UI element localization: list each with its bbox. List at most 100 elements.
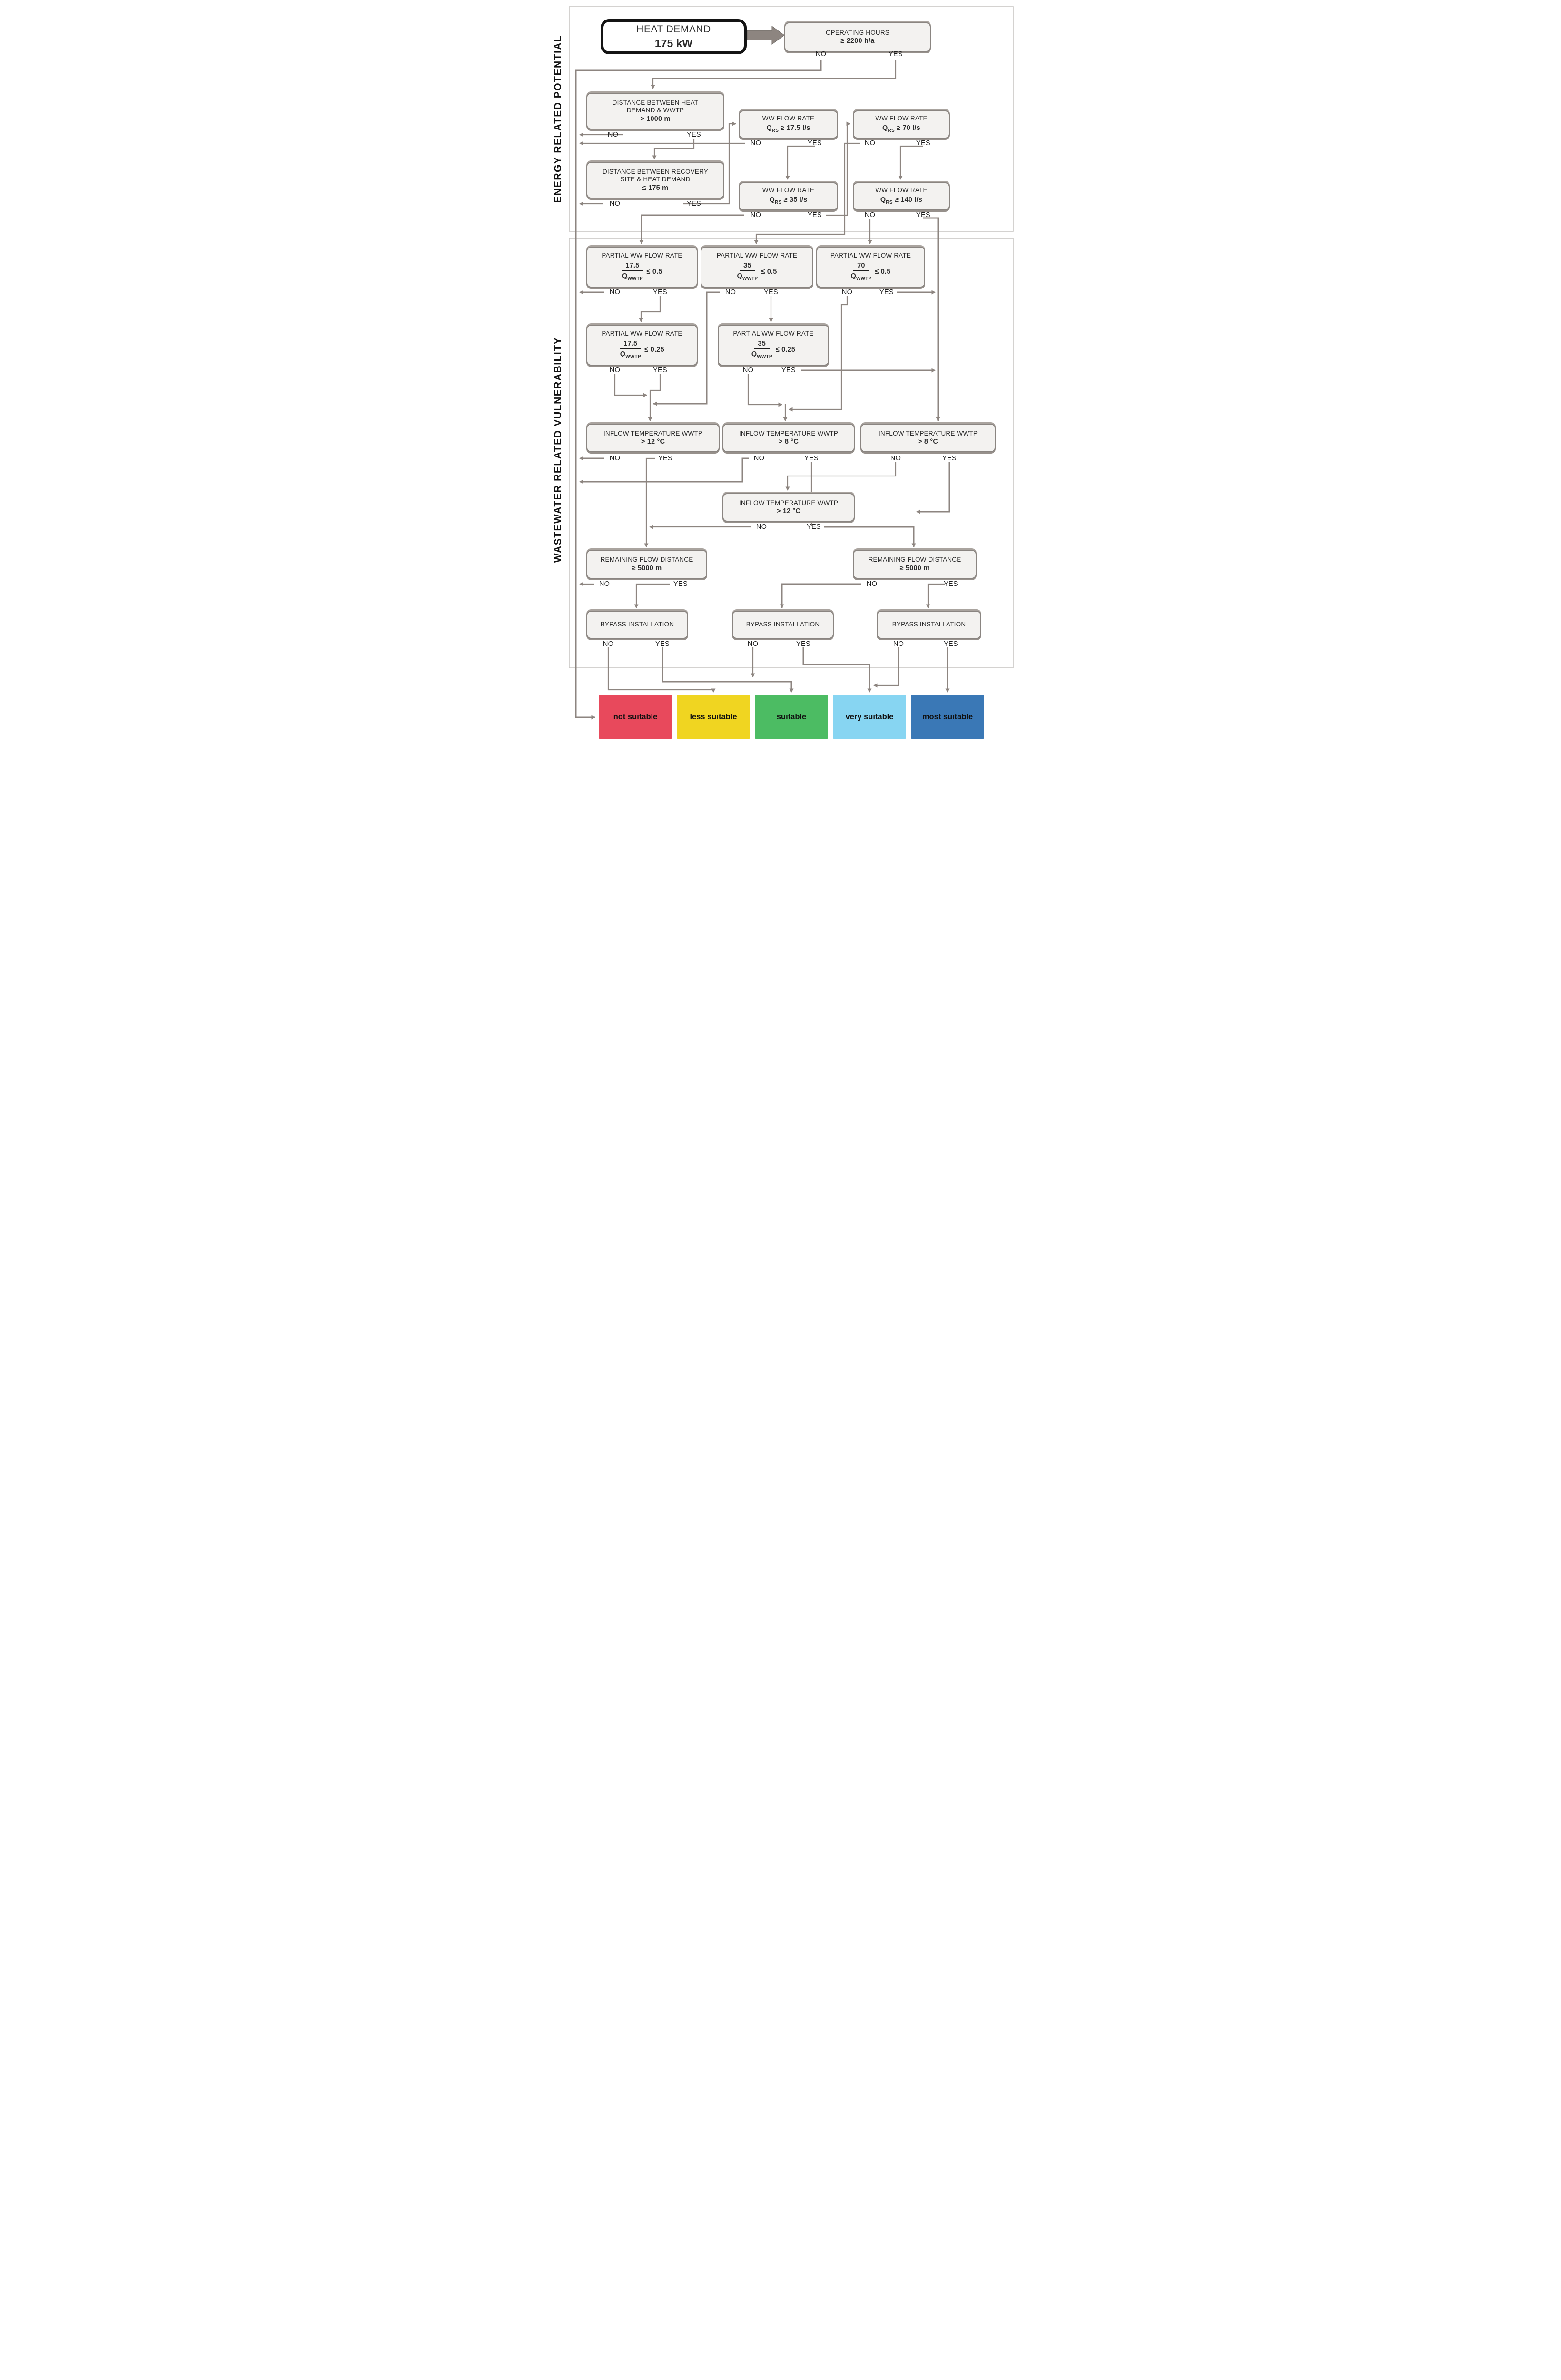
section-frames: [569, 6, 1014, 668]
node-title: PARTIAL WW FLOW RATE: [602, 330, 682, 337]
fraction-comparator: ≤ 0.5: [761, 268, 777, 276]
label-no-inflow-12-mid: NO: [756, 523, 767, 531]
node-threshold: > 12 °C: [641, 438, 665, 446]
node-threshold: > 8 °C: [918, 438, 939, 446]
heat-demand-value: 175 kW: [654, 37, 693, 50]
label-no-partial-70-05: NO: [841, 288, 853, 296]
label-no-ww-17-5: NO: [750, 139, 761, 147]
heat-demand-title: HEAT DEMAND: [636, 23, 711, 35]
node-threshold: ≥ 5000 m: [632, 564, 662, 572]
label-no-dist-recovery: NO: [609, 200, 621, 208]
label-yes-dist-wwtp: YES: [687, 131, 701, 139]
node-title: WW FLOW RATE: [875, 187, 928, 194]
node-ww-flow-35: WW FLOW RATE QRS ≥ 35 l/s: [739, 182, 838, 210]
node-title: BYPASS INSTALLATION: [892, 621, 966, 628]
node-ww-flow-70: WW FLOW RATE QRS ≥ 70 l/s: [853, 110, 950, 139]
label-no-inflow-right: NO: [890, 455, 901, 462]
fraction-comparator: ≤ 0.25: [775, 346, 796, 354]
node-title2: SITE & HEAT DEMAND: [620, 176, 691, 183]
fraction-comparator: ≤ 0.5: [875, 268, 891, 276]
node-threshold: ≥ 5000 m: [899, 564, 930, 572]
label-yes-remaining-left: YES: [673, 580, 688, 588]
label-no-partial-17-5-05: NO: [609, 288, 621, 296]
node-inflow-temp-8-right: INFLOW TEMPERATURE WWTP > 8 °C: [860, 424, 996, 452]
result-not-suitable: not suitable: [599, 695, 672, 739]
node-ww-flow-140: WW FLOW RATE QRS ≥ 140 l/s: [853, 182, 950, 210]
node-title: WW FLOW RATE: [762, 187, 815, 194]
node-threshold: ≤ 175 m: [642, 184, 669, 192]
section-label-energy-potential: ENERGY RELATED POTENTIAL: [553, 35, 563, 203]
node-distance-wwtp: DISTANCE BETWEEN HEAT DEMAND & WWTP > 10…: [586, 93, 724, 129]
result-less-suitable: less suitable: [677, 695, 750, 739]
fraction-numerator: 70: [853, 261, 869, 272]
start-heat-demand: HEAT DEMAND 175 kW: [601, 19, 747, 54]
node-threshold: ≥ 2200 h/a: [840, 37, 875, 45]
node-title2: DEMAND & WWTP: [626, 107, 684, 114]
start-arrow: [747, 26, 785, 45]
label-no-partial-17-5-025: NO: [609, 367, 621, 374]
fraction-denominator: QWWTP: [751, 350, 772, 360]
node-title: BYPASS INSTALLATION: [746, 621, 820, 628]
node-inflow-temp-8-mid: INFLOW TEMPERATURE WWTP > 8 °C: [722, 424, 855, 452]
label-no-ww-70: NO: [864, 139, 876, 147]
node-threshold: > 12 °C: [776, 507, 801, 516]
node-bypass-left: BYPASS INSTALLATION: [586, 611, 688, 639]
label-yes-ww-17-5: YES: [808, 139, 822, 147]
node-bypass-right: BYPASS INSTALLATION: [877, 611, 981, 639]
result-suitable: suitable: [755, 695, 828, 739]
node-title: PARTIAL WW FLOW RATE: [733, 330, 814, 337]
fraction-comparator: ≤ 0.5: [646, 268, 662, 276]
node-bypass-mid: BYPASS INSTALLATION: [732, 611, 834, 639]
frame-energy-potential: [569, 6, 1014, 232]
node-threshold: > 1000 m: [640, 115, 671, 123]
node-inflow-temp-12-left: INFLOW TEMPERATURE WWTP > 12 °C: [586, 424, 720, 452]
node-title: INFLOW TEMPERATURE WWTP: [603, 429, 703, 437]
label-yes-ww-70: YES: [916, 139, 930, 147]
fraction-numerator: 17.5: [622, 261, 643, 272]
node-title: OPERATING HOURS: [825, 29, 889, 36]
node-title: PARTIAL WW FLOW RATE: [830, 252, 911, 259]
label-yes-partial-17-5-025: YES: [653, 367, 667, 374]
label-no-inflow-left: NO: [609, 455, 621, 462]
node-title: PARTIAL WW FLOW RATE: [716, 252, 798, 259]
result-most-suitable: most suitable: [911, 695, 984, 739]
node-threshold: QRS ≥ 70 l/s: [882, 124, 920, 134]
label-yes-remaining-right: YES: [944, 580, 958, 588]
label-no-bypass-mid: NO: [747, 640, 759, 648]
label-yes-partial-70-05: YES: [879, 288, 894, 296]
node-threshold: > 8 °C: [778, 438, 799, 446]
fraction-denominator: QWWTP: [622, 272, 643, 282]
node-remaining-distance-left: REMAINING FLOW DISTANCE ≥ 5000 m: [586, 550, 707, 579]
fraction-numerator: 35: [740, 261, 755, 272]
label-no-remaining-left: NO: [599, 580, 610, 588]
fraction-numerator: 35: [754, 339, 770, 350]
result-very-suitable: very suitable: [833, 695, 906, 739]
node-distance-recovery: DISTANCE BETWEEN RECOVERY SITE & HEAT DE…: [586, 162, 724, 198]
label-yes-inflow-right: YES: [942, 455, 957, 462]
label-no-op-hours: NO: [815, 50, 827, 58]
fraction-denominator: QWWTP: [620, 350, 641, 360]
label-no-dist-wwtp: NO: [607, 131, 619, 139]
label-no-inflow-mid: NO: [753, 455, 765, 462]
node-title: WW FLOW RATE: [762, 115, 815, 122]
label-yes-partial-35-025: YES: [781, 367, 796, 374]
label-no-partial-35-025: NO: [742, 367, 754, 374]
node-title: BYPASS INSTALLATION: [600, 621, 674, 628]
fraction-denominator: QWWTP: [737, 272, 758, 282]
connector-layer: [569, 6, 1014, 720]
label-yes-dist-recovery: YES: [687, 200, 701, 208]
flowchart-canvas: ENERGY RELATED POTENTIAL WASTEWATER RELA…: [543, 0, 1018, 761]
label-yes-inflow-left: YES: [658, 455, 672, 462]
frame-wastewater-vulnerability: [569, 238, 1014, 668]
node-title: WW FLOW RATE: [875, 115, 928, 122]
